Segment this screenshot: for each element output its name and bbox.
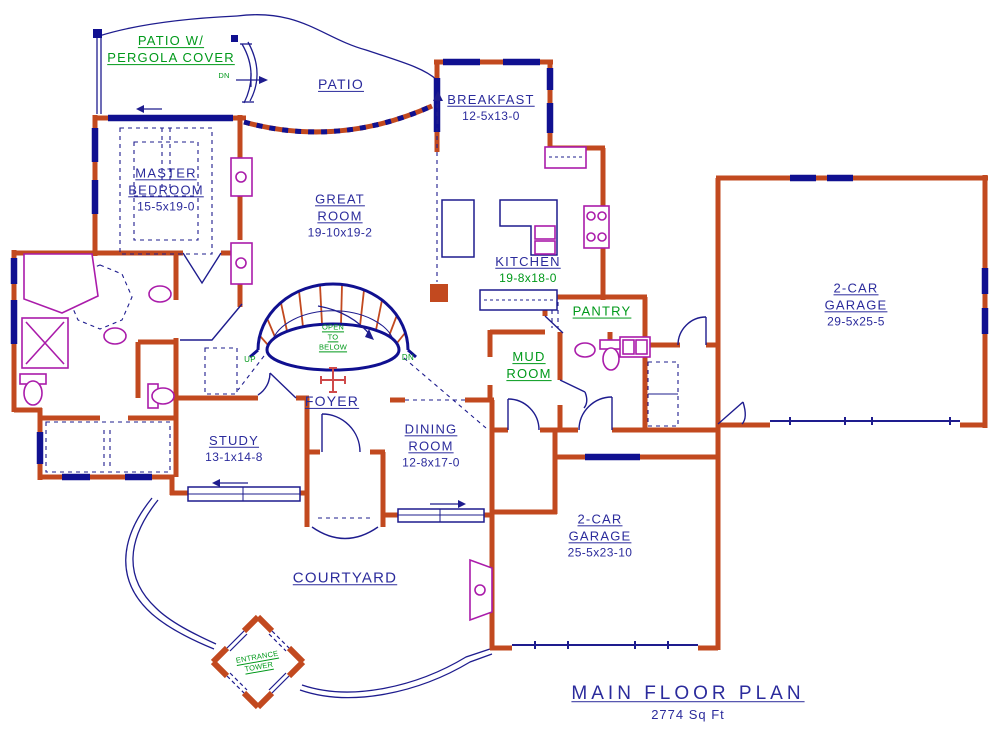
mud-room-label: MUD ROOM <box>506 349 551 383</box>
master-line1: MASTER <box>135 165 197 181</box>
pantry-label: PANTRY <box>572 303 632 319</box>
master-dims: 15-5x19-0 <box>137 199 195 214</box>
great-room-line1: GREAT <box>315 191 365 207</box>
pergola-posts <box>93 29 238 42</box>
window-arrowheads <box>136 105 466 508</box>
patio-pergola-line1: PATIO W/ <box>137 33 205 49</box>
great-room-label: GREAT ROOM 19-10x19-2 <box>308 191 373 240</box>
kitchen-label: KITCHEN 19-8x18-0 <box>495 254 560 286</box>
dining-line2: ROOM <box>408 438 454 454</box>
garage-bottom-line1: 2-CAR <box>577 511 623 527</box>
stair-mid-rail <box>271 310 395 343</box>
garage-right-line1: 2-CAR <box>833 280 879 296</box>
master-bedroom-label: MASTER BEDROOM 15-5x19-0 <box>128 165 204 214</box>
courtyard-walls <box>125 497 493 699</box>
garage-bottom-line2: GARAGE <box>568 528 632 544</box>
garage-right-dims: 29-5x25-5 <box>827 314 885 329</box>
boxed-windows <box>187 486 485 523</box>
patio-label: PATIO <box>318 75 364 92</box>
garage-doors <box>512 417 960 649</box>
breakfast-label: BREAKFAST 12-5x13-0 <box>447 92 534 124</box>
stairs-open-label: OPEN TO BELOW <box>319 322 347 351</box>
stair-arrowhead <box>365 329 374 340</box>
study-name: STUDY <box>208 432 260 448</box>
great-room-dims: 19-10x19-2 <box>307 225 373 240</box>
great-room-line2: ROOM <box>317 208 363 224</box>
stairs-open-line2: TO <box>327 332 339 342</box>
breakfast-name: BREAKFAST <box>447 91 535 107</box>
garage-bottom-dims: 25-5x23-10 <box>567 545 633 560</box>
patio-pergola-line2: PERGOLA COVER <box>107 50 235 65</box>
plan-area-text: 2774 Sq Ft <box>651 706 725 722</box>
stair-rail-ends <box>249 348 417 359</box>
curved-window-hatch <box>243 103 434 135</box>
patio-pergola-label: PATIO W/ PERGOLA COVER <box>107 33 235 67</box>
garage-right-line2: GARAGE <box>824 297 888 313</box>
study-label: STUDY 13-1x14-8 <box>205 433 263 465</box>
stairs-up-label: UP <box>244 354 256 364</box>
breakfast-dims: 12-5x13-0 <box>462 108 520 123</box>
stairs-dn-label: DN <box>401 352 415 362</box>
patio-dn-label: DN <box>218 71 230 81</box>
study-dims: 13-1x14-8 <box>205 449 263 464</box>
fixtures-layer <box>19 146 651 622</box>
stairs-open-line1: OPEN <box>321 322 345 332</box>
stair-treads <box>259 284 406 346</box>
patio-dn-arrowhead <box>259 76 268 84</box>
breakfast-arrowhead <box>433 91 443 101</box>
garage-right-label: 2-CAR GARAGE 29-5x25-5 <box>825 280 888 329</box>
walls-layer <box>11 59 988 651</box>
patio-dn-arrow <box>236 73 262 87</box>
dining-line1: DINING <box>404 421 458 437</box>
mud-room-line1: MUD <box>512 349 546 365</box>
stair-outer-rail <box>256 282 410 351</box>
foyer-chandelier-icon <box>320 367 346 393</box>
master-line2: BEDROOM <box>128 182 204 198</box>
great-room-column <box>430 284 448 302</box>
doors-layer <box>180 252 746 540</box>
foyer-label: FOYER <box>304 392 360 409</box>
garage-bottom-label: 2-CAR GARAGE 25-5x23-10 <box>568 511 633 560</box>
entrance-tower <box>210 614 306 710</box>
windows-layer <box>10 58 989 481</box>
plan-title-text: MAIN FLOOR PLAN <box>571 683 805 705</box>
kitchen-name: KITCHEN <box>495 253 561 269</box>
dining-room-label: DINING ROOM 12-8x17-0 <box>402 421 460 470</box>
tower-sidelights <box>226 630 290 694</box>
tower-corners <box>210 614 306 710</box>
mud-room-line2: ROOM <box>506 366 552 381</box>
plan-title: MAIN FLOOR PLAN 2774 Sq Ft <box>571 682 804 724</box>
kitchen-dims: 19-8x18-0 <box>499 270 557 285</box>
stairs-open-line3: BELOW <box>318 341 348 351</box>
courtyard-label: COURTYARD <box>292 569 398 587</box>
staircase <box>249 282 417 372</box>
dining-dims: 12-8x17-0 <box>402 455 460 470</box>
